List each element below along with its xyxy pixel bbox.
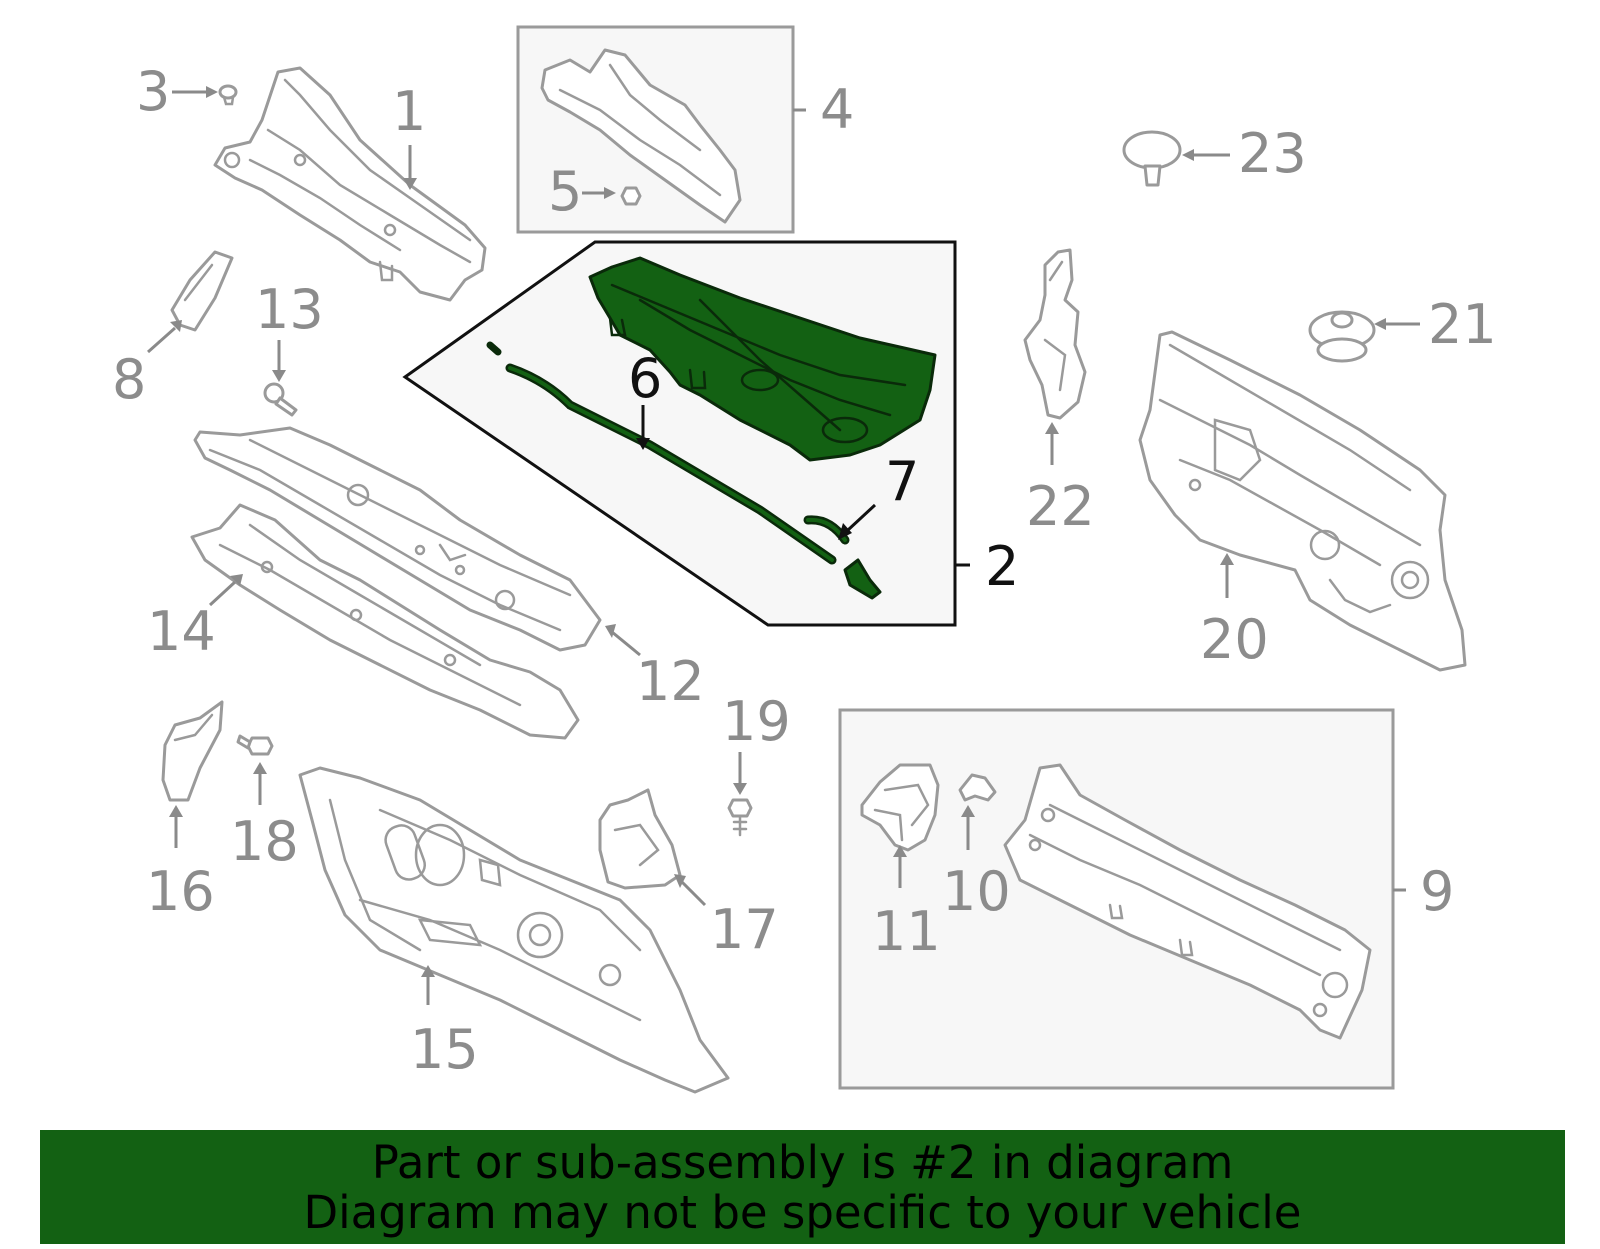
callout-23: 23: [1182, 122, 1307, 185]
part-20-dash-insulator[interactable]: [1138, 330, 1467, 672]
callout-22: 22: [1026, 422, 1095, 538]
svg-text:2: 2: [985, 535, 1019, 598]
part-8-bracket[interactable]: [170, 250, 234, 332]
callout-17: 17: [674, 874, 779, 961]
part-21-grommet[interactable]: [1308, 310, 1376, 363]
part-15-dash-panel[interactable]: [298, 766, 730, 1094]
part-9-cowl-cross-member[interactable]: [1003, 763, 1372, 1040]
svg-text:20: 20: [1200, 608, 1269, 671]
info-banner: Part or sub-assembly is #2 in diagram Di…: [40, 1130, 1565, 1244]
svg-text:7: 7: [885, 450, 919, 513]
part-4-bracket[interactable]: [540, 48, 742, 224]
svg-text:15: 15: [410, 1018, 479, 1081]
part-3-clip[interactable]: [218, 84, 238, 106]
part-23-push-pin[interactable]: [1122, 130, 1182, 187]
svg-text:11: 11: [872, 900, 941, 963]
banner-line-2: Diagram may not be specific to your vehi…: [303, 1186, 1302, 1239]
svg-text:12: 12: [636, 650, 705, 713]
svg-text:13: 13: [255, 278, 324, 341]
part-14-lower-cowl-panel[interactable]: [190, 503, 580, 740]
svg-text:4: 4: [820, 78, 854, 141]
callout-14: 14: [147, 574, 243, 663]
part-17-bracket[interactable]: [598, 788, 682, 890]
callout-5: 5: [548, 160, 616, 223]
callout-11: 11: [872, 845, 941, 963]
group-2-highlighted[interactable]: 6 7: [402, 240, 957, 627]
callout-21: 21: [1374, 293, 1497, 356]
svg-text:10: 10: [942, 860, 1011, 923]
svg-text:16: 16: [146, 860, 215, 923]
callout-6: 6: [628, 347, 662, 450]
callout-18: 18: [230, 762, 299, 873]
part-5-nut[interactable]: [620, 186, 642, 206]
part-19-bolt[interactable]: [727, 798, 753, 837]
svg-text:18: 18: [230, 810, 299, 873]
part-13-bolt[interactable]: [263, 382, 298, 417]
callout-16: 16: [146, 805, 215, 923]
callout-9: 9: [1393, 860, 1454, 923]
svg-text:14: 14: [147, 600, 216, 663]
callout-8: 8: [112, 320, 182, 411]
part-6-cowl-cover[interactable]: [588, 256, 937, 462]
svg-text:23: 23: [1238, 122, 1307, 185]
part-12-cowl-reinforcement[interactable]: [193, 426, 602, 652]
svg-text:19: 19: [722, 690, 791, 753]
part-11-bracket[interactable]: [860, 763, 940, 852]
svg-text:1: 1: [392, 80, 426, 143]
part-1-cowl-panel[interactable]: [213, 66, 487, 302]
svg-text:3: 3: [136, 60, 170, 123]
part-10-clip[interactable]: [958, 773, 997, 802]
banner-line-1: Part or sub-assembly is #2 in diagram: [371, 1136, 1234, 1189]
callout-12: 12: [605, 624, 705, 713]
svg-text:8: 8: [112, 348, 146, 411]
svg-text:5: 5: [548, 160, 582, 223]
callout-3: 3: [136, 60, 218, 123]
part-6-seal-strip[interactable]: [486, 341, 837, 565]
callout-1: 1: [392, 80, 426, 190]
callout-13: 13: [255, 278, 324, 382]
part-22-bracket[interactable]: [1023, 248, 1087, 420]
svg-text:9: 9: [1420, 860, 1454, 923]
svg-text:17: 17: [710, 898, 779, 961]
callout-7: 7: [838, 450, 919, 540]
callout-10: 10: [942, 805, 1011, 923]
part-18-bolt[interactable]: [236, 734, 274, 756]
svg-text:22: 22: [1026, 475, 1095, 538]
svg-text:21: 21: [1428, 293, 1497, 356]
callout-19: 19: [722, 690, 791, 795]
callout-4: 4: [793, 78, 854, 141]
callout-2: 2: [955, 535, 1019, 598]
svg-text:6: 6: [628, 347, 662, 410]
callout-15: 15: [410, 965, 479, 1081]
callout-20: 20: [1200, 553, 1269, 671]
part-16-bracket[interactable]: [161, 700, 224, 802]
